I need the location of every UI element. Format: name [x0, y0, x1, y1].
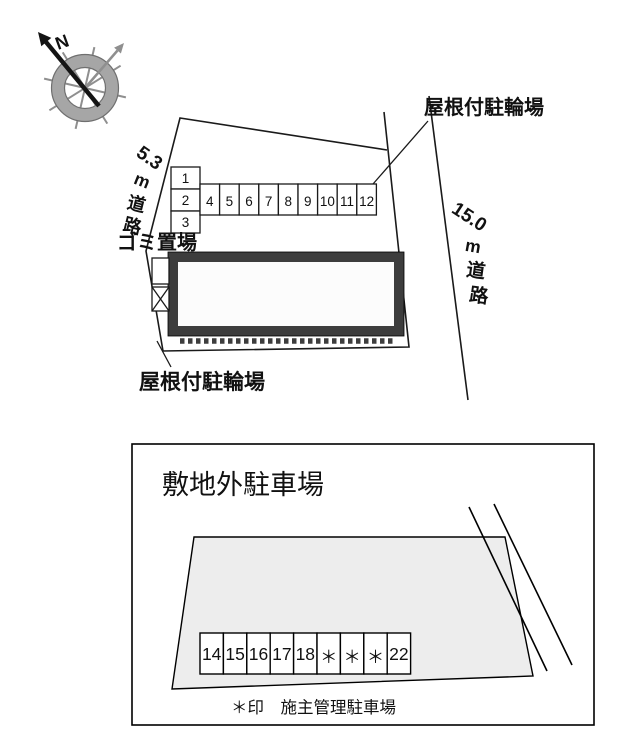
parking-stack: 1 2 3 — [170, 166, 201, 234]
parking-space-label: 15 — [225, 644, 244, 664]
parking-space-label: ＊ — [367, 647, 385, 667]
compass-gray-arrow — [84, 49, 119, 89]
parking-space — [170, 210, 201, 234]
main-site-plan: 5.3 m 道 路 15.0 m 道 路 1 2 3 — [117, 95, 544, 401]
parking-space-label: 14 — [202, 644, 222, 664]
road-left-char: 道 — [125, 191, 148, 216]
offsite-parking-panel: 敷地外駐車場 14 15 16 17 18 ＊ ＊ ＊ 22 ＊印 施主管理駐車… — [131, 443, 595, 726]
parking-space-label: 11 — [340, 194, 354, 209]
offsite-note: ＊印 施主管理駐車場 — [231, 698, 396, 717]
parking-space-label: 18 — [296, 644, 315, 664]
offsite-title: 敷地外駐車場 — [162, 470, 324, 500]
north-arrow — [44, 40, 101, 108]
pointer-line-bottom — [156, 340, 172, 368]
north-arrowhead — [38, 32, 52, 47]
road-label-5_3m: 5.3 m 道 路 — [121, 142, 166, 238]
building-interior — [178, 262, 394, 326]
parking-space-label: 12 — [359, 194, 374, 209]
road-left-char: m — [131, 168, 153, 192]
parking-space-label: 3 — [182, 215, 190, 230]
road-right-char: 道 — [465, 258, 487, 283]
compass-ring — [51, 54, 119, 122]
road-edge-right — [428, 95, 469, 401]
parking-space-label: 6 — [245, 194, 253, 209]
parking-space-label: 5 — [226, 194, 234, 209]
compass-rose: N — [38, 31, 127, 130]
compass-gray-arrowhead — [114, 43, 124, 54]
garbage-area-label: ゴミ置場 — [117, 230, 197, 254]
north-label: N — [53, 31, 72, 54]
parking-space-label: 17 — [272, 644, 291, 664]
parking-space-label: 9 — [304, 194, 312, 209]
road-left-char: 路 — [121, 213, 145, 238]
bicycle-parking-label-top: 屋根付駐輪場 — [424, 95, 544, 119]
parking-space-label: 16 — [249, 644, 268, 664]
road-right-char: m — [464, 235, 483, 257]
building — [151, 251, 405, 344]
parking-space — [356, 183, 378, 216]
parking-row: 4 5 6 7 8 9 10 11 12 — [199, 183, 378, 216]
road-right-char: 15.0 — [448, 199, 490, 237]
compass-ring-outer — [50, 53, 120, 123]
offsite-road-edge — [493, 503, 573, 666]
parking-space-label: ＊ — [343, 647, 361, 667]
pointer-line-top — [372, 120, 429, 185]
bicycle-parking-label-bottom: 屋根付駐輪場 — [139, 370, 265, 394]
parking-space-label: 4 — [206, 194, 214, 209]
parking-space — [386, 632, 412, 675]
stair-cross-line — [151, 286, 170, 312]
parking-space-label: 8 — [284, 194, 292, 209]
parking-space-label: 7 — [265, 194, 273, 209]
offsite-parking-row: 14 15 16 17 18 ＊ ＊ ＊ 22 — [199, 632, 412, 675]
offsite-road-edge — [468, 506, 548, 672]
parking-space-label: 1 — [182, 171, 190, 186]
parking-space-label: 2 — [182, 193, 190, 208]
parking-space-label: 22 — [389, 644, 408, 664]
parking-space-label: 10 — [320, 194, 335, 209]
building-annex — [151, 257, 170, 285]
compass-ring-inner — [63, 66, 107, 110]
parking-space-label: ＊ — [320, 647, 338, 667]
road-right-char: 路 — [468, 283, 491, 309]
